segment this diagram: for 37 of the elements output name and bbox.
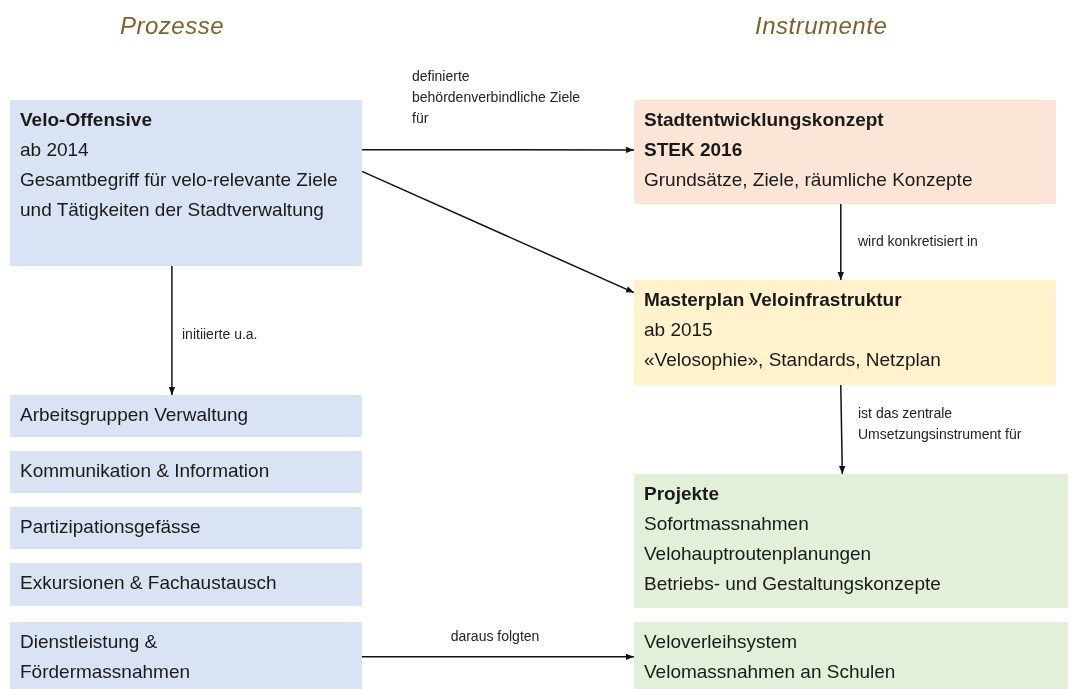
box-text: Betriebs- und Gestaltungskonzepte [644, 572, 941, 596]
process-box [10, 563, 362, 606]
column-heading: Instrumente [755, 12, 888, 40]
box-text: Velohauptroutenplanungen [644, 542, 872, 566]
arrow [837, 203, 844, 281]
column-heading: Prozesse [120, 12, 225, 40]
box-text: Sofortmassnahmen [644, 512, 809, 536]
box-heading: Projekte [644, 482, 719, 506]
box-text: ab 2015 [644, 318, 713, 342]
arrow [361, 146, 635, 154]
box-text: Arbeitsgruppen Verwaltung [20, 403, 249, 427]
arrow [168, 265, 176, 396]
process-box [10, 100, 362, 266]
box-text: Kommunikation & Information [20, 459, 270, 483]
box-text: Dienstleistung & Fördermassnahmen [20, 630, 192, 684]
process-box [10, 395, 362, 437]
box-text: «Velosophie», Standards, Netzplan [644, 348, 941, 372]
box-text: Gesamtbegriff für velo-relevante Ziele und Tätigkeiten der Stadtverwaltung [20, 168, 339, 222]
instrument-box [634, 474, 1068, 608]
process-box [10, 451, 362, 493]
box-text: ab 2014 [20, 138, 89, 162]
arrow [361, 653, 635, 661]
box-text: Exkursionen & Fachaustausch [20, 571, 277, 595]
box-text: Partizipationsgefässe [20, 515, 201, 539]
arrow [361, 170, 635, 294]
box-heading: Masterplan Veloinfrastruktur [644, 288, 902, 312]
box-heading: Stadtentwicklungskonzept STEK 2016 [644, 108, 885, 162]
process-box [10, 622, 362, 689]
box-text: Veloverleihsystem [644, 630, 798, 654]
process-box [10, 507, 362, 549]
box-text: Grundsätze, Ziele, räumliche Konzepte [644, 168, 973, 192]
instrument-box [634, 280, 1056, 385]
arrow [839, 384, 846, 475]
instrument-box [634, 100, 1056, 204]
instrument-box [634, 622, 1068, 689]
box-text: Velomassnahmen an Schulen [644, 660, 896, 684]
box-heading: Velo-Offensive [20, 108, 152, 132]
